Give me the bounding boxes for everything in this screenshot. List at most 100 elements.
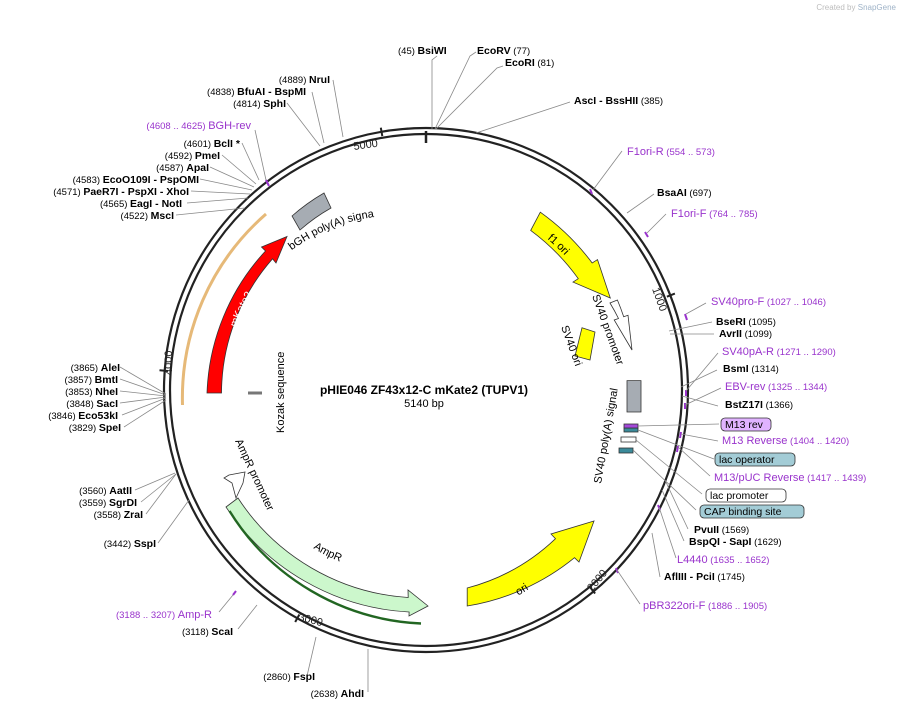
enzyme-label-12: (2638) AhdI <box>311 688 365 700</box>
leader-alei <box>119 366 167 395</box>
leader-bsaai <box>626 193 655 214</box>
feature-sv40-promoter <box>609 299 633 351</box>
leader-eagi <box>186 197 249 204</box>
enzyme-label-22: (3853) NheI <box>65 386 118 398</box>
tick-label-4000: 4000 <box>163 351 175 375</box>
primer-label-8: pBR322ori-F (1886 .. 1905) <box>643 600 767 612</box>
primer-label-5: M13 Reverse (1404 .. 1420) <box>722 435 849 447</box>
feature-lac-operator-box <box>623 427 639 433</box>
leader-pbr322 <box>616 569 641 605</box>
enzyme-label-5: BseRI (1095) <box>716 316 776 328</box>
primer-labels: F1ori-R (554 .. 573) F1ori-F (764 .. 785)… <box>116 120 866 621</box>
leader-zrai <box>145 473 177 515</box>
leader-fspi <box>306 636 317 677</box>
primer-label-10: (4608 .. 4625) BGH-rev <box>146 120 251 132</box>
primer-mark-amp-r <box>232 590 237 596</box>
feature-sv40-polya <box>626 380 642 413</box>
leader-ecorv <box>434 51 477 130</box>
leader-m13-reverse <box>680 433 719 442</box>
primer-mark-f1ori-r <box>589 188 593 195</box>
feature-lac-promoter-box <box>620 436 637 443</box>
tick-label-5000: 5000 <box>353 138 379 153</box>
leader-sv40pa-r <box>685 352 719 392</box>
leader-nrui <box>332 79 344 138</box>
leader-sphi <box>286 102 321 147</box>
leader-spei <box>123 399 167 428</box>
tick-4000 <box>159 369 169 372</box>
leader-amp-r <box>218 594 234 613</box>
boxed-label-1: lac operator <box>714 452 796 467</box>
leader-bsiwi <box>431 55 438 129</box>
snapgene-credit: Created by SnapGene <box>816 3 896 12</box>
leader-bgh-rev <box>254 129 267 181</box>
leader-sgrdi <box>140 473 177 503</box>
enzyme-label-14: (3118) ScaI <box>182 626 233 638</box>
leader-cap-box <box>632 449 697 511</box>
enzyme-label-6: AvrII (1099) <box>719 328 772 340</box>
leader-lacop-box <box>637 429 715 460</box>
leader-nhei <box>119 390 167 397</box>
enzyme-label-32: (4814) SphI <box>233 98 286 110</box>
leader-sv40pro-f <box>685 302 707 315</box>
label-sv40-polya: SV40 poly(A) signal <box>592 387 621 484</box>
enzyme-label-27: (4571) PaeR7I - PspXI - XhoI <box>53 186 189 198</box>
feature-mkate2-line <box>180 212 267 406</box>
leader-bstz17i <box>681 395 719 407</box>
leader-afliii <box>651 532 661 578</box>
leader-f1ori-f <box>646 213 667 234</box>
leader-bcli <box>241 142 260 181</box>
enzyme-label-13: (2860) FspI <box>263 671 315 683</box>
enzyme-label-10: BspQI - SapI (1629) <box>689 536 782 548</box>
leader-ecoo109i <box>199 178 253 191</box>
boxed-label-bg-3 <box>699 504 805 519</box>
feature-mkate2 <box>206 235 288 394</box>
feature-bgh-polya <box>291 192 332 231</box>
label-kozak: Kozak sequence <box>275 352 287 433</box>
primer-label-7: L4440 (1635 .. 1652) <box>677 554 769 566</box>
boxed-label-text-0: M13 rev <box>725 419 764 431</box>
boxed-label-text-3: CAP binding site <box>704 506 782 518</box>
leader-bmti <box>119 378 167 396</box>
boxed-label-text-2: lac promoter <box>710 490 769 502</box>
credit-prefix: Created by <box>816 3 856 12</box>
primer-label-3: SV40pA-R (1271 .. 1290) <box>722 346 836 358</box>
primer-mark-bgh-rev <box>265 179 270 187</box>
leader-eco53ki <box>121 397 167 416</box>
features <box>180 192 642 625</box>
plasmid-size: 5140 bp <box>404 398 444 410</box>
enzyme-label-34: (4889) NruI <box>279 74 330 86</box>
enzyme-label-24: (3865) AleI <box>71 362 120 374</box>
enzyme-label-2: EcoRI (81) <box>505 57 554 69</box>
tick-1000 <box>666 292 676 298</box>
leader-pmei <box>221 154 257 185</box>
leader-m13puc <box>677 446 711 477</box>
primer-label-1: F1ori-F (764 .. 785) <box>671 208 758 220</box>
credit-brand: SnapGene <box>857 3 896 12</box>
tick-label-3000: 3000 <box>297 611 324 629</box>
leader-scai <box>237 604 258 630</box>
enzyme-label-23: (3857) BmtI <box>65 374 119 386</box>
tick-5000 <box>379 127 384 137</box>
leader-bseri <box>668 321 713 332</box>
primer-label-0: F1ori-R (554 .. 573) <box>627 146 715 158</box>
boxed-label-bg-2 <box>705 488 787 503</box>
primer-label-9: (3188 .. 3207) Amp-R <box>116 609 212 621</box>
leader-bspqi <box>661 489 685 542</box>
enzyme-label-25: (4522) MscI <box>121 210 175 222</box>
primer-label-2: SV40pro-F (1027 .. 1046) <box>711 296 826 308</box>
primer-label-6: M13/pUC Reverse (1417 .. 1439) <box>714 472 866 484</box>
feature-ori <box>466 520 595 607</box>
enzyme-label-33: (4838) BfuAI - BspMI <box>207 86 306 98</box>
leader-m13rev-box <box>637 423 720 427</box>
leader-f1ori-r <box>592 150 623 191</box>
enzyme-label-1: EcoRV (77) <box>477 45 530 57</box>
enzyme-label-31: (4601) BclI * <box>184 138 241 150</box>
enzyme-label-17: (3559) SgrDI <box>79 497 137 509</box>
feature-ampr-line <box>228 510 422 625</box>
leader-bsmi <box>680 369 718 388</box>
enzyme-label-29: (4587) ApaI <box>156 162 209 174</box>
label-ampr: AmpR <box>312 540 344 564</box>
feature-cap-box <box>618 447 634 454</box>
enzyme-label-26: (4565) EagI - NotI <box>100 198 182 210</box>
